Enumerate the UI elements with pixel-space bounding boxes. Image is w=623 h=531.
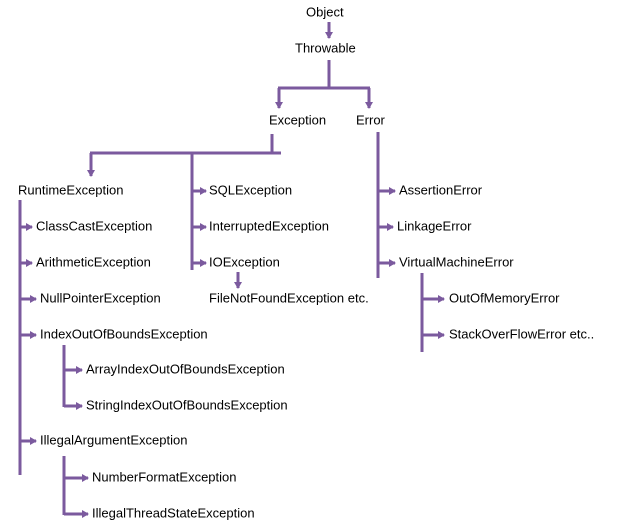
node-number-format-exception: NumberFormatException bbox=[92, 469, 237, 484]
node-illegal-argument-exception: IllegalArgumentException bbox=[40, 432, 187, 447]
node-class-cast-exception: ClassCastException bbox=[36, 218, 152, 233]
node-sql-exception: SQLException bbox=[209, 182, 292, 197]
node-object: Object bbox=[306, 4, 344, 19]
node-illegal-thread-state-exception: IllegalThreadStateException bbox=[92, 505, 255, 520]
node-null-pointer-exception: NullPointerException bbox=[40, 290, 161, 305]
node-file-not-found-exception: FileNotFoundException etc. bbox=[209, 290, 369, 305]
node-index-out-of-bounds-exception: IndexOutOfBoundsException bbox=[40, 326, 208, 341]
node-assertion-error: AssertionError bbox=[399, 182, 483, 197]
node-exception: Exception bbox=[269, 112, 326, 127]
node-virtual-machine-error: VirtualMachineError bbox=[399, 254, 514, 269]
node-out-of-memory-error: OutOfMemoryError bbox=[449, 290, 560, 305]
node-arithmetic-exception: ArithmeticException bbox=[36, 254, 151, 269]
node-interrupted-exception: InterruptedException bbox=[209, 218, 329, 233]
node-linkage-error: LinkageError bbox=[397, 218, 472, 233]
node-io-exception: IOException bbox=[209, 254, 280, 269]
node-labels: Object Throwable Exception Error Runtime… bbox=[18, 4, 594, 520]
node-throwable: Throwable bbox=[295, 40, 356, 55]
node-runtime-exception: RuntimeException bbox=[18, 182, 124, 197]
node-error: Error bbox=[356, 112, 386, 127]
node-string-index-out-of-bounds-exception: StringIndexOutOfBoundsException bbox=[86, 397, 288, 412]
node-array-index-out-of-bounds-exception: ArrayIndexOutOfBoundsException bbox=[86, 361, 285, 376]
connector-lines bbox=[18, 22, 445, 518]
node-stack-overflow-error: StackOverFlowError etc.. bbox=[449, 326, 594, 341]
